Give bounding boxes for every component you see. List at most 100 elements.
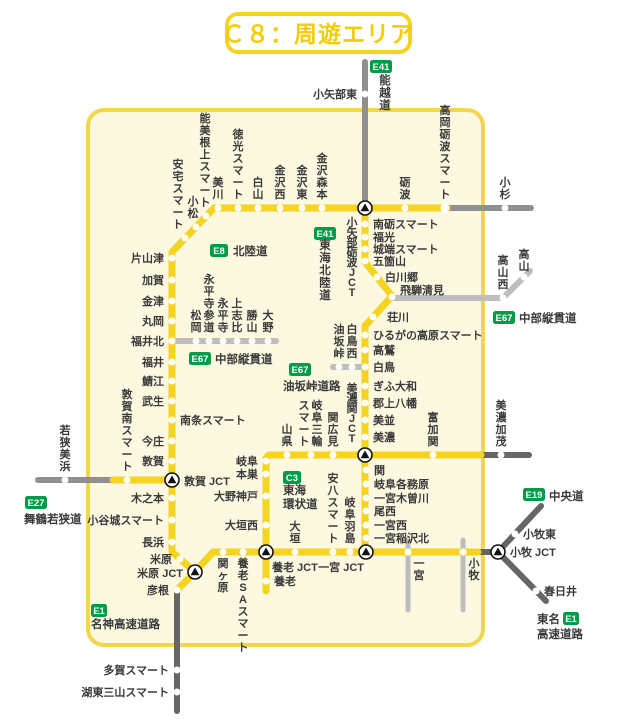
station-label: 金沢西 <box>274 163 287 201</box>
road-name-label: 東海 <box>283 483 306 497</box>
station-label: 勝山 <box>247 308 259 334</box>
station-label: 鯖江 <box>141 374 164 388</box>
station-dot <box>192 223 200 231</box>
route-badge <box>189 352 211 365</box>
station-dot <box>262 577 270 585</box>
station-dot <box>168 416 176 424</box>
station-dot <box>168 317 176 325</box>
station-label: 上志比 <box>232 296 243 334</box>
station-label: 大垣西 <box>225 518 258 532</box>
station-label: 五箇山 <box>373 254 406 268</box>
station-dot <box>440 203 450 213</box>
station-label: 一宮 <box>414 558 425 582</box>
jct-marker <box>258 544 274 560</box>
station-label: 一宮西 <box>374 518 407 532</box>
station-dot <box>501 204 509 212</box>
station-dot <box>262 492 270 500</box>
route-badge-code: E41 <box>373 62 391 73</box>
road-label-group: E67 中部縦貫道 <box>189 352 273 366</box>
station-dot <box>214 204 222 212</box>
route-badge <box>283 471 301 484</box>
station-dot <box>298 204 306 212</box>
road-name-label: 東名 <box>537 612 560 626</box>
road-name-label: 東海北陸道 <box>319 238 331 302</box>
road-name-label: 北陸道 <box>233 244 268 258</box>
station-dot <box>168 254 176 262</box>
jct-label: 一宮 JCT <box>318 560 364 574</box>
road-name-label: 高速道路 <box>537 627 583 641</box>
route-badge-code: E19 <box>526 490 543 501</box>
station-label: 岐阜羽島 <box>345 495 357 545</box>
station-dot <box>262 470 270 478</box>
station-label: 砺波 <box>399 176 412 201</box>
station-label: 大野 <box>263 308 274 334</box>
station-dot <box>329 548 337 556</box>
station-dot <box>168 437 176 445</box>
station-label: 南砺スマート <box>373 217 439 231</box>
road-name-label: 油坂峠道路 <box>283 379 341 393</box>
station-label: 片山津 <box>131 251 164 265</box>
station-label: 美濃 <box>373 430 396 444</box>
station-dot <box>307 451 315 459</box>
road-name-label: 環状道 <box>283 497 318 511</box>
station-dot <box>511 530 519 538</box>
station-label: 白鳥 <box>373 360 395 374</box>
station-label: 高山西 <box>498 253 509 291</box>
station-dot <box>168 397 176 405</box>
station-label: 美川 <box>212 175 225 201</box>
road-name-label: 中部縦貫道 <box>215 352 273 366</box>
station-label: 小谷城スマート <box>86 513 164 527</box>
station-label: 安宅スマート <box>173 157 184 231</box>
road-name-label: 中部縦貫道 <box>519 311 577 325</box>
station-dot <box>361 433 369 441</box>
station-dot <box>262 457 270 465</box>
station-label: 油坂峠 <box>334 322 346 360</box>
page-title: Ｃ８：周遊エリア <box>222 21 414 47</box>
station-dot <box>373 273 381 281</box>
route-badge-code: E41 <box>317 229 335 240</box>
station-dot <box>219 548 227 556</box>
route-badge <box>25 496 47 509</box>
station-dot <box>123 476 131 484</box>
station-dot <box>361 346 369 354</box>
station-label: 養老 <box>274 574 296 588</box>
station-dot <box>361 220 369 228</box>
route-badge <box>493 311 515 324</box>
station-label: 岐阜三輪スマート <box>299 398 324 448</box>
jct-label: 養老 JCT <box>272 560 318 574</box>
route-badge-code: E8 <box>213 246 225 257</box>
station-label: 彦根 <box>147 583 170 597</box>
station-label: 湖東三山スマート <box>81 685 169 699</box>
station-dot <box>329 451 337 459</box>
station-dot <box>361 331 369 339</box>
station-dot <box>181 234 189 242</box>
station-label: 永平寺 <box>217 296 230 334</box>
jct-label: 米原 JCT <box>136 566 183 580</box>
jct-label: 敦賀 JCT <box>184 474 230 488</box>
route-line-tomei <box>495 549 549 604</box>
station-label: 若狭美浜 <box>59 423 72 473</box>
road-name-label: 能越道 <box>378 73 391 112</box>
station-label: 木之本 <box>130 491 164 505</box>
station-label: 福井 <box>141 355 164 369</box>
station-label: 加賀 <box>141 273 164 287</box>
station-label: 多賀スマート <box>103 663 169 677</box>
station-dot <box>362 534 370 542</box>
route-badge <box>91 604 107 617</box>
station-label: 高岡砺波スマート <box>439 103 452 201</box>
station-label: 高鷲 <box>373 343 395 357</box>
route-badge <box>563 612 579 625</box>
station-dot <box>262 521 270 529</box>
station-dot <box>318 204 326 212</box>
route-badge-code: E67 <box>192 354 209 365</box>
station-label: 小牧東 <box>522 527 557 541</box>
station-label: 敦賀 <box>142 454 164 468</box>
route-badge-code: E27 <box>28 498 45 509</box>
